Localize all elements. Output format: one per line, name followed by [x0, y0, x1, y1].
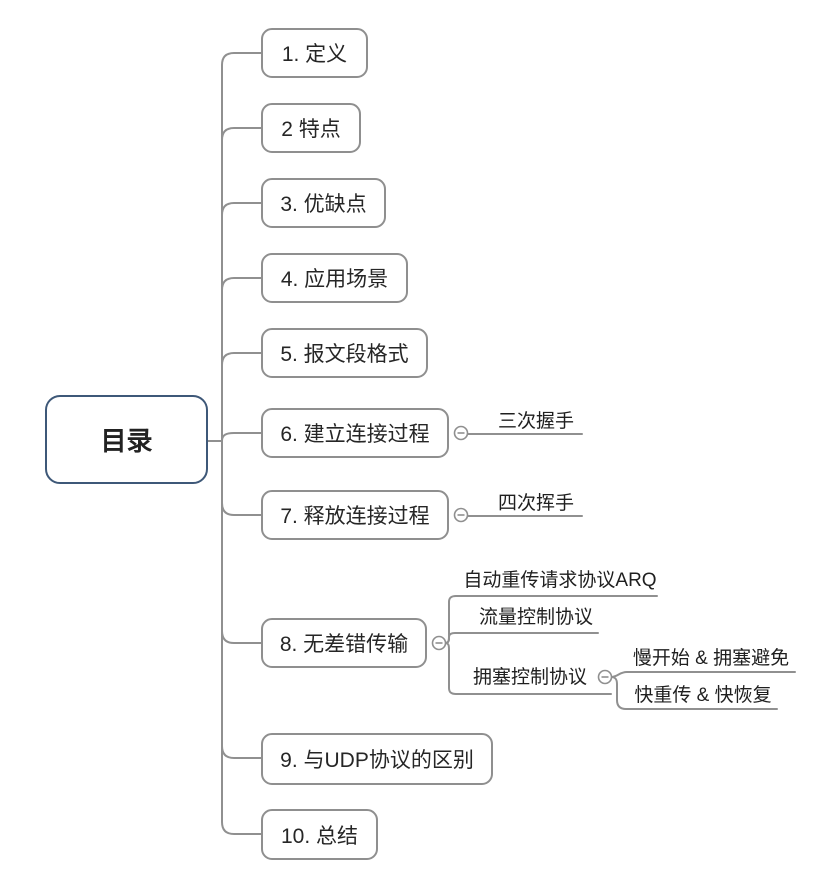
- connector-topic-9: [221, 440, 262, 759]
- connector-topic-5: [221, 352, 262, 442]
- root-topic[interactable]: 目录: [45, 395, 208, 484]
- connector-topic-4: [221, 277, 262, 442]
- connector-fast-retransmit: [610, 676, 778, 710]
- connector-topic-2: [221, 127, 262, 442]
- connector-topic-1: [221, 52, 262, 442]
- topic-connection-release[interactable]: 7. 释放连接过程: [261, 490, 449, 540]
- subtopic-flow-control[interactable]: 流量控制协议: [478, 607, 594, 628]
- subtopic-fast-retransmit-fast-recovery[interactable]: 快重传 & 快恢复: [634, 685, 772, 706]
- connector-topic-10: [221, 440, 262, 835]
- topic-pros-cons[interactable]: 3. 优缺点: [261, 178, 386, 228]
- topic-error-free-transmission[interactable]: 8. 无差错传输: [261, 618, 427, 668]
- connector-topic-7: [221, 440, 262, 516]
- subtopic-arq[interactable]: 自动重传请求协议ARQ: [463, 570, 657, 591]
- topic-features[interactable]: 2 特点: [261, 103, 361, 153]
- topic-summary[interactable]: 10. 总结: [261, 809, 378, 860]
- connector-flow-control: [444, 632, 599, 644]
- topic-connection-setup[interactable]: 6. 建立连接过程: [261, 408, 449, 458]
- connector-topic-3: [221, 202, 262, 442]
- connector-slow-start: [610, 671, 796, 678]
- topic-udp-difference[interactable]: 9. 与UDP协议的区别: [261, 733, 493, 785]
- topic-segment-format[interactable]: 5. 报文段格式: [261, 328, 428, 378]
- connector-topic-6: [221, 432, 262, 442]
- topic-use-cases[interactable]: 4. 应用场景: [261, 253, 408, 303]
- subtopic-congestion-control[interactable]: 拥塞控制协议: [472, 667, 588, 688]
- subtopic-slow-start-congestion-avoidance[interactable]: 慢开始 & 拥塞避免: [632, 648, 790, 669]
- collapse-toggle-topic-6[interactable]: [453, 425, 469, 441]
- subtopic-three-way-handshake[interactable]: 三次握手: [497, 411, 575, 432]
- subtopic-four-way-wave[interactable]: 四次挥手: [497, 493, 575, 514]
- topic-definition[interactable]: 1. 定义: [261, 28, 368, 78]
- collapse-toggle-topic-8[interactable]: [431, 635, 447, 651]
- collapse-toggle-congestion-control[interactable]: [597, 669, 613, 685]
- connector-congestion-control: [444, 642, 612, 695]
- connector-topic-8: [221, 440, 262, 644]
- collapse-toggle-topic-7[interactable]: [453, 507, 469, 523]
